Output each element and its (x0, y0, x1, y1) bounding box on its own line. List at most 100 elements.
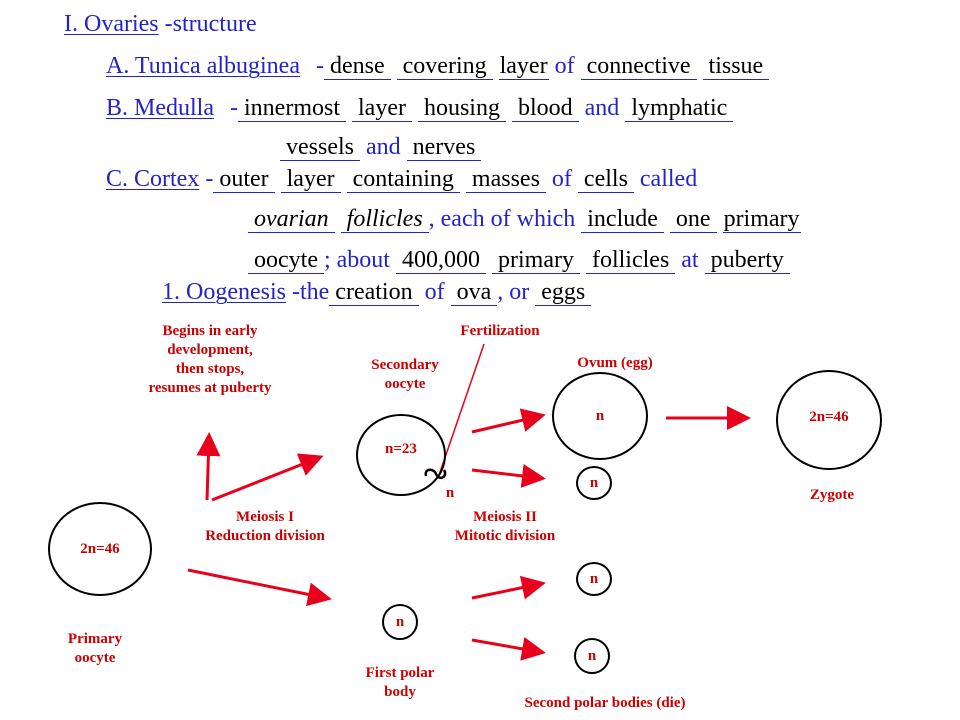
word-called: called (639, 166, 698, 192)
word-of-oog: of (424, 279, 445, 305)
heading-ovaries: I. Ovaries (64, 11, 159, 37)
blank-one: one (669, 206, 717, 233)
primary-oocyte-label-line-1: Primary (67, 631, 123, 647)
sperm-n-label: n (445, 485, 455, 501)
secondary-oocyte-label-line-2: oocyte (384, 376, 426, 392)
polar2a-cell-label: n (589, 474, 599, 491)
arrow-to-second-polar-1 (471, 463, 546, 488)
secondary-oocyte-cell: n=23 (356, 414, 446, 496)
meiosis-1-line-1: Meiosis I (236, 509, 294, 525)
primary-cell-label: 2n=46 (80, 540, 120, 557)
blank-layer-c: layer (280, 166, 341, 193)
ovum-label: Ovum (egg) (577, 355, 653, 371)
secondary-oocyte-label-line-1: Secondary (371, 357, 439, 373)
second-polar-bodies-label: Second polar bodies (die) (524, 695, 686, 711)
word-of: of (554, 53, 575, 79)
blank-oocyte: oocyte (248, 247, 324, 274)
ovum-cell: n (552, 372, 648, 460)
fertilization-label: Fertilization (460, 323, 540, 339)
word-of-c: of (551, 166, 572, 192)
blank-follicles-italic: follicles (340, 206, 429, 233)
second-polar-body-cell-2: n (576, 562, 612, 596)
zygote-label: Zygote (809, 487, 855, 503)
polar2b-cell-label: n (589, 570, 599, 587)
ovum-cell-label: n (595, 407, 605, 424)
word-and-b: and (584, 95, 620, 121)
label-cortex: C. Cortex (106, 166, 200, 192)
zygote-cell: 2n=46 (776, 370, 882, 470)
blank-primary-2: primary (491, 247, 580, 274)
primary-oocyte-label-line-2: oocyte (74, 650, 116, 666)
blank-tissue: tissue (702, 53, 770, 80)
blank-housing: housing (417, 95, 506, 122)
blank-ova: ova (450, 279, 498, 306)
blank-connective: connective (580, 53, 697, 80)
line-b2: vessels and nerves (280, 133, 482, 161)
begins-note-line-1: Begins in early (162, 323, 258, 339)
blank-include: include (581, 206, 664, 233)
secondary-oocyte-label: Secondary oocyte (350, 356, 460, 394)
arrow-up-to-note (196, 432, 221, 501)
blank-cells: cells (577, 166, 634, 193)
blank-layer-b: layer (352, 95, 412, 122)
blank-innermost: innermost (238, 95, 346, 122)
arrow-to-ovum (471, 408, 546, 434)
text-the: -the (291, 279, 330, 305)
first-polar-body-label: First polar body (340, 664, 460, 702)
blank-creation: creation (329, 279, 419, 306)
blank-eggs: eggs (535, 279, 592, 306)
dash-a: - (315, 53, 324, 79)
label-oogenesis: 1. Oogenesis (162, 279, 286, 305)
label-medulla: B. Medulla (106, 95, 214, 121)
blank-puberty: puberty (704, 247, 790, 274)
blank-outer: outer (213, 166, 275, 193)
second-polar-body-cell-1: n (576, 466, 612, 500)
first-polar-body-line-1: First polar (365, 665, 435, 681)
label-tunica-albuginea: A. Tunica albuginea (106, 53, 300, 79)
first-polar-body-cell: n (382, 604, 418, 640)
secondary-cell-label: n=23 (385, 440, 417, 457)
begins-note-line-4: resumes at puberty (148, 380, 272, 396)
meiosis-1-line-2: Reduction division (205, 528, 325, 544)
blank-ovarian: ovarian (248, 206, 335, 233)
polar2c-cell-label: n (587, 647, 597, 664)
blank-covering: covering (396, 53, 493, 80)
meiosis-1-label: Meiosis I Reduction division (170, 508, 360, 546)
first-polar-body-line-2: body (384, 684, 416, 700)
meiosis-2-line-2: Mitotic division (454, 528, 556, 544)
blank-masses: masses (465, 166, 546, 193)
blank-dense: dense (323, 53, 391, 80)
blank-containing: containing (346, 166, 460, 193)
heading-suffix: -structure (164, 11, 257, 37)
polar1-cell-label: n (395, 613, 405, 630)
begins-note-line-2: development, (167, 342, 253, 358)
blank-layer: layer (498, 53, 549, 80)
primary-oocyte-cell: 2n=46 (48, 502, 152, 596)
blank-follicles: follicles (585, 247, 676, 274)
dash-b: - (230, 95, 238, 121)
meiosis-2-line-1: Meiosis II (473, 509, 537, 525)
word-at: at (681, 247, 699, 273)
word-and-b2: and (366, 134, 401, 160)
blank-400000: 400,000 (395, 247, 486, 274)
blank-primary: primary (722, 206, 801, 233)
blank-vessels: vessels (280, 134, 360, 161)
second-polar-body-cell-3: n (574, 638, 610, 674)
blank-blood: blood (511, 95, 579, 122)
begins-note: Begins in early development, then stops,… (110, 322, 310, 398)
arrow-to-second-polar-3 (471, 637, 546, 661)
text-or: , or (497, 279, 530, 305)
blank-lymphatic: lymphatic (625, 95, 734, 122)
arrow-to-first-polar-body (187, 568, 332, 607)
meiosis-2-label: Meiosis II Mitotic division (420, 508, 590, 546)
text-each-of-which: , each of which (428, 206, 576, 232)
arrow-to-secondary-oocyte (211, 453, 324, 502)
text-about: ; about (323, 247, 390, 273)
